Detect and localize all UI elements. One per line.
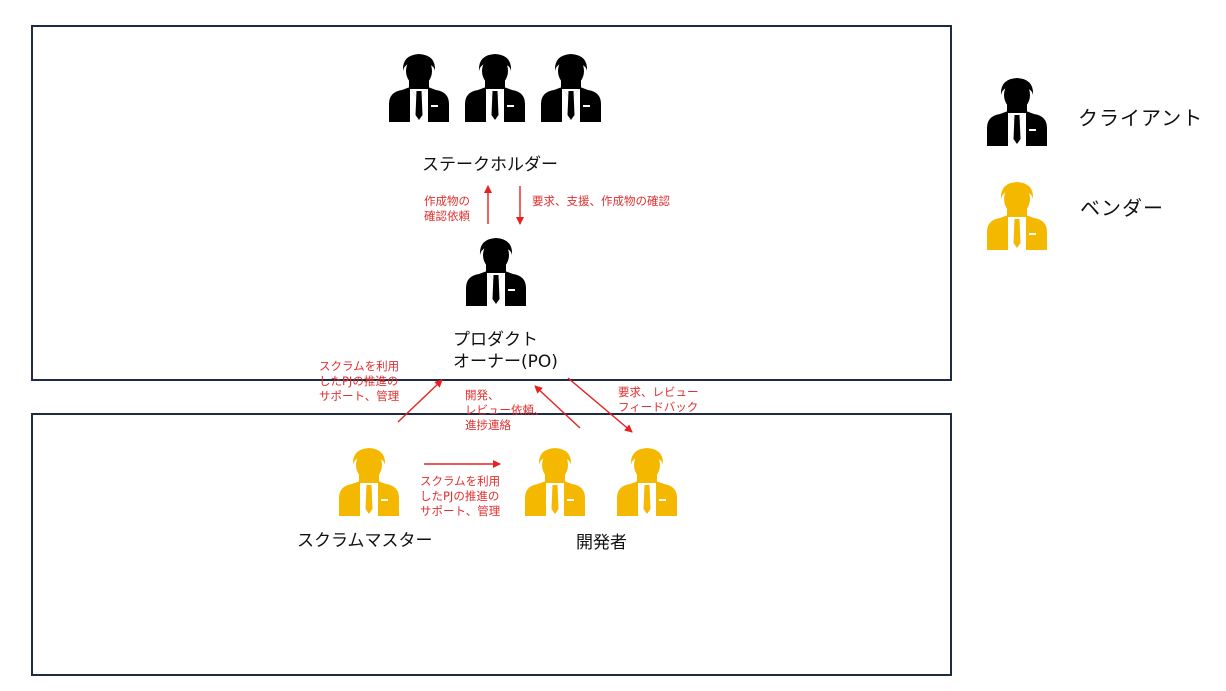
note-sm-to-po: スクラムを利用 したPJの推進の サポート、管理 (319, 359, 400, 403)
note-stakeholder-to-po: 要求、支援、作成物の確認 (532, 194, 670, 208)
note-po-to-dev: 要求、レビュー フィードバック (618, 385, 699, 414)
scrum-master-label: スクラムマスター (297, 531, 433, 551)
legend-client-label: クライアント (1078, 106, 1204, 130)
client-area-box (31, 25, 952, 381)
stakeholder-person-2-icon (462, 52, 528, 122)
legend-vendor-label: ベンダー (1080, 196, 1164, 220)
note-po-to-stakeholder: 作成物の 確認依頼 (424, 194, 470, 223)
product-owner-person-icon (463, 236, 529, 306)
arrow-sm-to-po (397, 379, 443, 423)
note-dev-to-po: 開発、 レビュー依頼、 進捗連絡 (465, 388, 546, 432)
stakeholder-person-3-icon (538, 52, 604, 122)
product-owner-label: プロダクト オーナー(PO) (453, 330, 558, 372)
vendor-area-box (31, 413, 952, 676)
developer-person-2-icon (614, 446, 680, 516)
stakeholder-person-1-icon (386, 52, 452, 122)
arrow-po-to-dev (567, 377, 633, 433)
scrum-master-person-icon (336, 446, 402, 516)
legend-client-person-icon (984, 76, 1050, 146)
arrow-dev-to-po (534, 385, 581, 429)
developers-label: 開発者 (576, 533, 627, 553)
stakeholder-label: ステークホルダー (422, 155, 558, 175)
legend-vendor-person-icon (984, 180, 1050, 250)
note-sm-to-dev: スクラムを利用 したPJの推進の サポート、管理 (420, 474, 501, 518)
developer-person-1-icon (522, 446, 588, 516)
